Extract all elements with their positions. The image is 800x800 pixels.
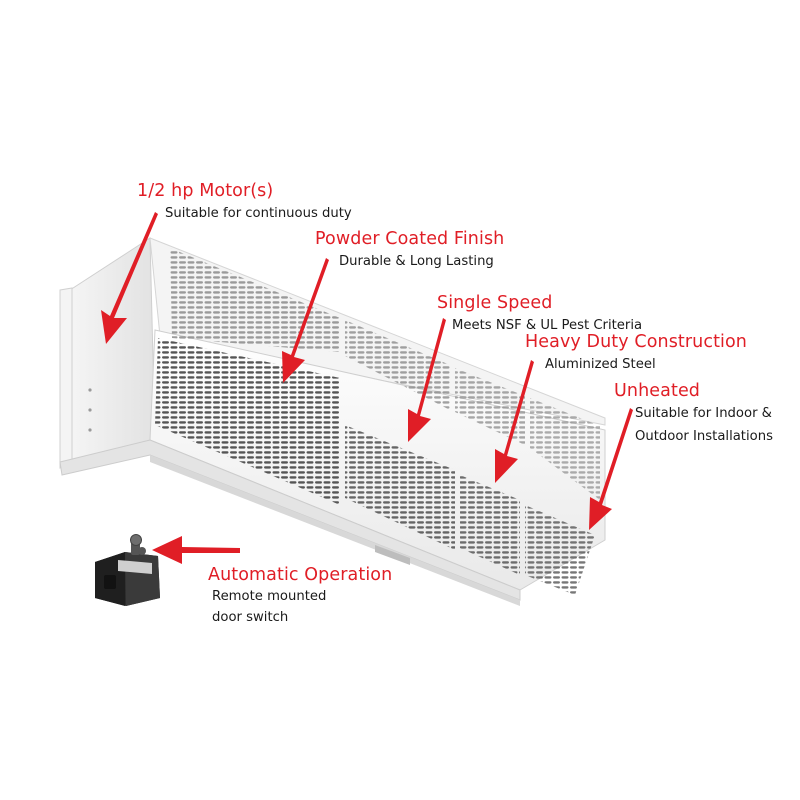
speed-arrow	[408, 318, 446, 442]
unit-end-cap	[59, 237, 156, 466]
air-curtain-unit	[59, 237, 606, 606]
front-grill-3	[460, 475, 520, 575]
front-grill-4	[525, 505, 595, 595]
motor-arrow	[101, 212, 158, 344]
feature-operation: Automatic Operation Remote mounted door …	[208, 564, 392, 628]
feature-finish: Powder Coated Finish Durable & Long Last…	[315, 228, 504, 273]
feature-detail: Durable & Long Lasting	[339, 254, 494, 269]
unit-top-panel	[149, 237, 606, 426]
feature-detail: Suitable for Indoor &	[635, 406, 772, 421]
feature-heat: Unheated Suitable for Indoor & Outdoor I…	[614, 380, 773, 448]
front-grill-2	[345, 425, 455, 550]
upper-grill-1	[170, 248, 340, 352]
front-grill-1	[155, 338, 340, 505]
finish-arrow	[282, 258, 329, 383]
feature-title: 1/2 hp Motor(s)	[137, 181, 274, 201]
feature-detail: Suitable for continuous duty	[165, 206, 352, 221]
pointer-arrows	[101, 212, 633, 564]
feature-title: Unheated	[614, 381, 701, 401]
feature-detail: door switch	[212, 610, 289, 625]
upper-grill-4	[530, 398, 600, 500]
feature-motor: 1/2 hp Motor(s) Suitable for continuous …	[137, 180, 352, 225]
feature-detail: Remote mounted	[212, 589, 327, 604]
feature-title: Automatic Operation	[208, 565, 393, 585]
feature-detail: Meets NSF & UL Pest Criteria	[452, 318, 643, 333]
feature-detail: Outdoor Installations	[635, 429, 773, 444]
heat-arrow	[589, 408, 633, 530]
upper-grill-2	[345, 320, 450, 410]
feature-title: Single Speed	[437, 293, 553, 313]
construction-arrow	[495, 360, 534, 483]
feature-title: Heavy Duty Construction	[525, 332, 747, 352]
feature-detail: Aluminized Steel	[545, 357, 656, 372]
feature-title: Powder Coated Finish	[315, 229, 505, 249]
feature-speed: Single Speed Meets NSF & UL Pest Criteri…	[437, 292, 642, 337]
feature-construction: Heavy Duty Construction Aluminized Steel	[525, 331, 747, 376]
door-switch-icon	[95, 534, 160, 606]
operation-arrow	[152, 536, 240, 564]
upper-grill-3	[455, 368, 525, 445]
